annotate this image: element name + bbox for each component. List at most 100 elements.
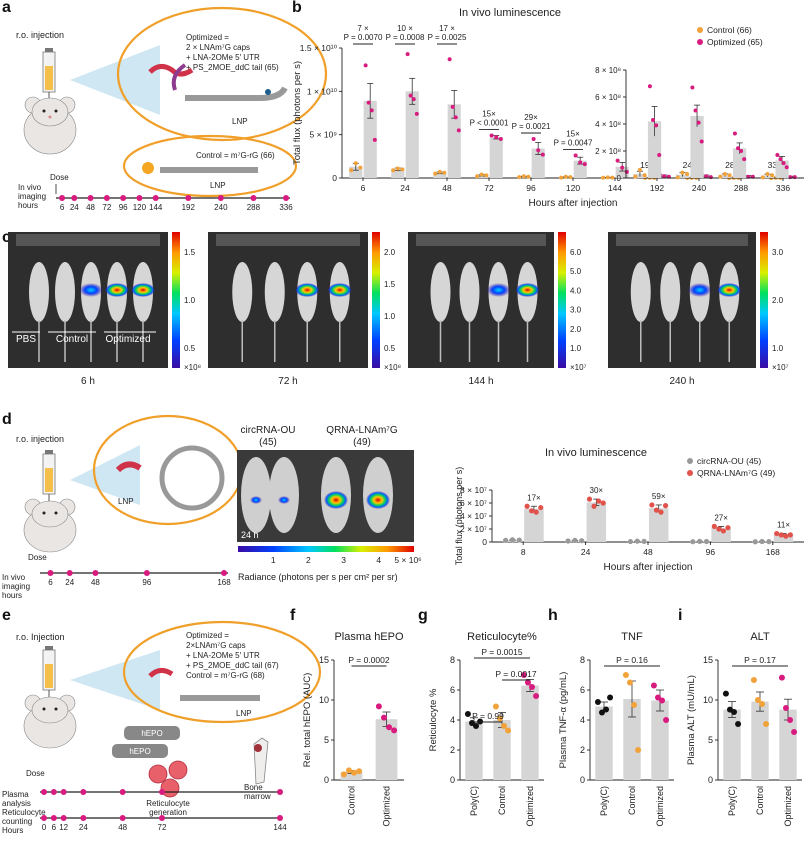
lnp-label-e: LNP [236, 709, 252, 718]
inset-data-point [722, 171, 727, 176]
annotation-pvalue: P = 0.0021 [512, 122, 551, 131]
y-tick-label: 0 [708, 775, 713, 785]
inset-data-point [781, 161, 786, 166]
timeline-hour: 24 [70, 203, 79, 212]
chart-title: ALT [750, 631, 770, 643]
annotation-pvalue: P < 0.0001 [470, 119, 509, 128]
x-axis-label: Hours after injection [529, 198, 618, 209]
colorbar-tick-label: 0.5 [184, 344, 196, 353]
timeline-hour: 144 [273, 823, 287, 832]
bar [586, 502, 607, 542]
panel-letter-e: e [2, 607, 11, 624]
timeline-dot [71, 195, 78, 201]
lnp-e-ellipse [122, 620, 322, 724]
data-point [594, 699, 601, 705]
timeline-label-a-1: imaging [18, 192, 46, 201]
mouse-body [630, 262, 651, 322]
data-point [615, 158, 620, 163]
timeline-dot [152, 195, 159, 201]
timeline-hour: 96 [142, 578, 151, 587]
y-tick-label: 15 [703, 655, 713, 665]
colorbar-tick-label: 1.0 [184, 296, 196, 305]
data-point [586, 496, 593, 502]
colorbar-tick-label: 3.0 [570, 306, 582, 315]
x-tick-label: 96 [706, 547, 716, 557]
panel-letter-d: d [2, 411, 12, 428]
mice-d [241, 457, 393, 533]
bone-label-0: Bone [244, 783, 263, 792]
timeline-hour: 48 [118, 823, 127, 832]
panel-d-injection-label: r.o. injection [16, 434, 64, 444]
bar [433, 172, 447, 178]
data-point [572, 537, 578, 543]
timeline-dot [119, 789, 126, 795]
inset-y-tick-label: 6 × 10⁸ [595, 93, 621, 102]
data-point [442, 170, 447, 175]
mouse-icon [23, 96, 77, 155]
annotation-fold: 29× [524, 113, 538, 122]
pvalue-label: P = 0.99 [472, 711, 504, 721]
chart-d-title: In vivo luminescence [545, 447, 647, 459]
bar [773, 534, 794, 542]
data-point [626, 679, 633, 686]
data-point [447, 57, 452, 62]
timeline-dot [47, 570, 54, 576]
lnp-label-a: LNP [232, 117, 248, 126]
data-point [380, 714, 387, 721]
data-point [659, 697, 666, 704]
y-tick-label: 10 [703, 695, 713, 705]
x-tick-label: Poly(C) [727, 786, 737, 816]
timeline-hour: 336 [279, 203, 293, 212]
data-point [653, 507, 660, 513]
colorbar-tick-label: 5 × 10⁶ [394, 555, 421, 565]
x-tick-label: Control [755, 786, 765, 815]
luminescence-signal [687, 283, 712, 297]
y-tick-label: 5 [708, 735, 713, 745]
data-point [658, 509, 664, 515]
data-point [631, 702, 638, 708]
bar [375, 719, 398, 780]
data-point [603, 706, 610, 713]
data-point [754, 697, 761, 703]
data-point [464, 711, 471, 717]
data-point [662, 503, 669, 509]
opt-line-3: + PS_2MOE_ddC tail (65) [186, 63, 279, 72]
bar [623, 699, 641, 780]
inset-data-point [739, 149, 744, 153]
y-tick-label: 15 [319, 655, 329, 665]
data-point [787, 717, 794, 723]
image-time-label: 6 h [81, 376, 95, 387]
mouse-body [660, 262, 681, 322]
opt-line-1: 2 × LNAm⁷G caps [186, 43, 250, 52]
e-line-2: + LNA-2OMe 5′ UTR [186, 651, 260, 660]
x-tick-label: Optimized [382, 786, 392, 827]
panel-letter-c: c [2, 229, 11, 246]
pvalue-label: P = 0.0002 [348, 655, 389, 665]
bone-marrow-spot [254, 744, 262, 752]
annotation-pvalue: P = 0.0008 [386, 33, 425, 42]
dose-label-e: Dose [26, 769, 45, 778]
bone-label-1: marrow [244, 792, 271, 801]
timeline-hour: 72 [158, 823, 167, 832]
timeline-hour: 6 [52, 823, 57, 832]
reticulocyte-icon [148, 764, 168, 784]
fold-label: 27× [714, 513, 728, 522]
colorbar-d-title: Radiance (photons per s per cm² per sr) [238, 572, 398, 582]
timeline-dot [277, 815, 283, 821]
legend-marker [687, 470, 693, 476]
reticulocyte-icon [168, 760, 188, 780]
luminescence-signal [250, 496, 262, 504]
mouse-body [241, 457, 271, 533]
timeline-hour: 120 [133, 203, 147, 212]
optimized-mrna-icon [148, 63, 288, 101]
data-point [716, 526, 722, 532]
inset-data-point [651, 117, 656, 122]
img-label-right-0: QRNA-LNAm⁷G [326, 425, 398, 436]
data-point [601, 175, 606, 180]
inset-y-tick-label: 8 × 10⁸ [595, 66, 621, 75]
syringe-icon [42, 450, 56, 506]
timeline-hour: 96 [119, 203, 128, 212]
